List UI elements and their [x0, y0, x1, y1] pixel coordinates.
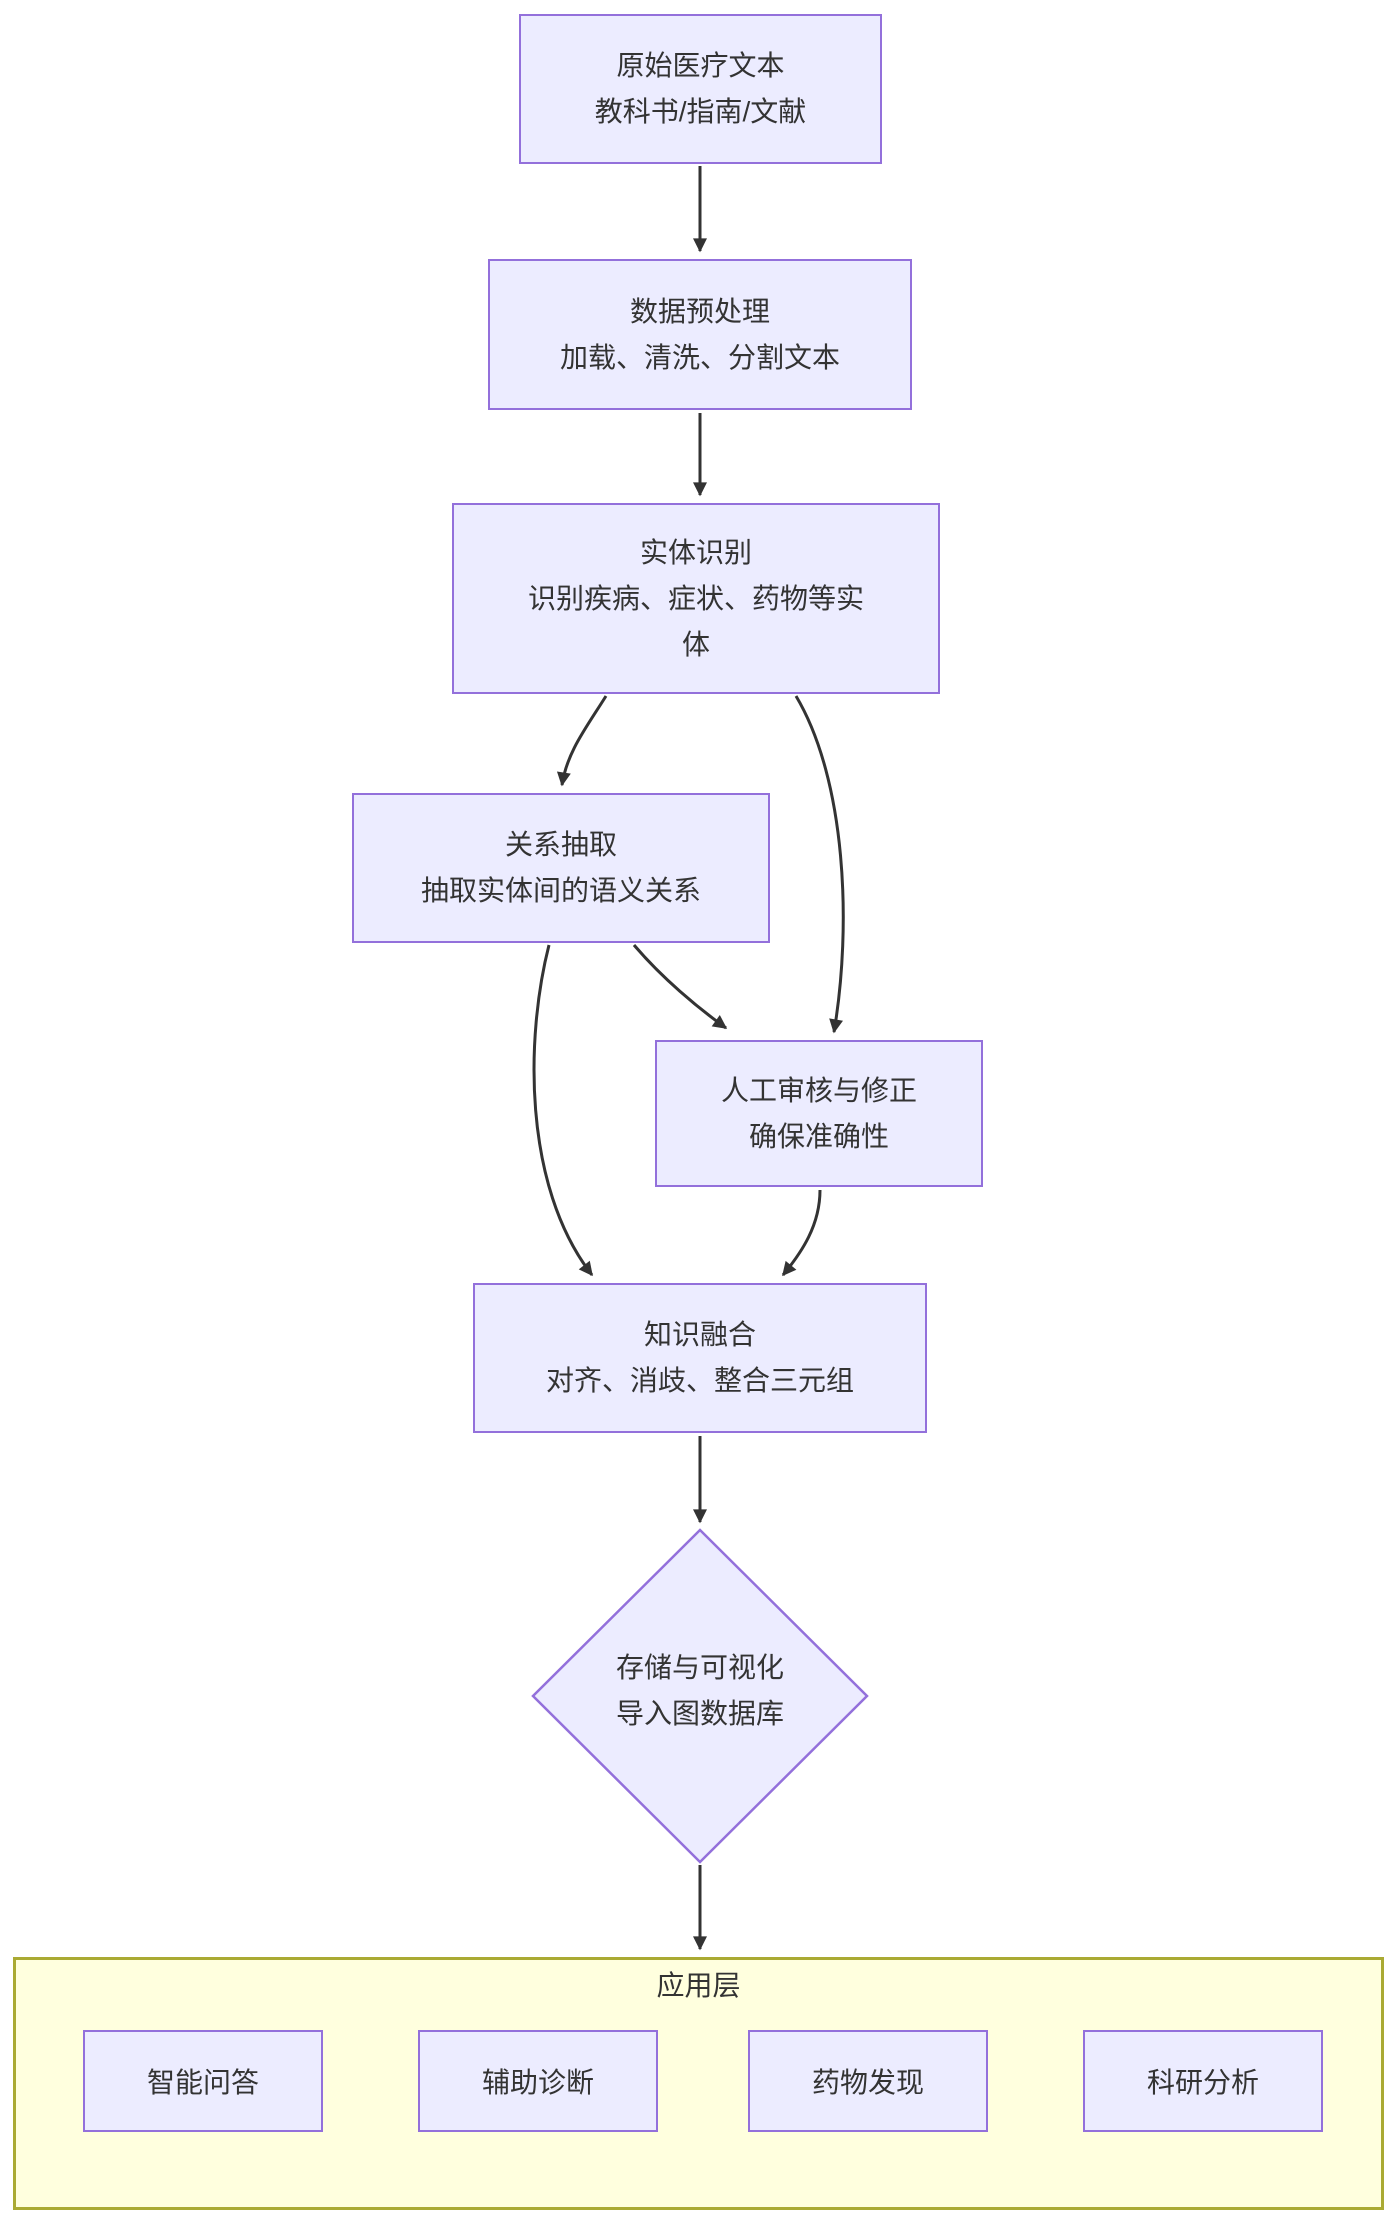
app-item-label: 科研分析: [1146, 2067, 1259, 2098]
edge-ner-to-relation: [556, 695, 608, 787]
app-item-label: 智能问答: [146, 2067, 259, 2098]
app-item-label: 辅助诊断: [481, 2067, 594, 2098]
node-title: 实体识别: [639, 536, 752, 568]
edge-relation-to-review: [632, 944, 728, 1030]
node-title: 知识融合: [643, 1319, 756, 1350]
node-data-preprocessing: 数据预处理 加载、清洗、分割文本: [488, 259, 912, 410]
application-layer-title: 应用层: [656, 1970, 741, 2001]
node-subtitle: 确保准确性: [748, 1120, 889, 1152]
edge-review-to-fusion: [781, 1189, 822, 1277]
node-storage-visualization: 存储与可视化 导入图数据库: [533, 1645, 867, 1737]
node-intelligent-qa: 智能问答: [83, 2030, 323, 2132]
application-layer-container: 应用层 智能问答 辅助诊断 药物发现 科研分析: [13, 1957, 1384, 2210]
node-subtitle: 导入图数据库: [615, 1698, 784, 1729]
node-subtitle: 抽取实体间的语义关系: [420, 875, 701, 906]
node-drug-discovery: 药物发现: [748, 2030, 988, 2132]
node-manual-review: 人工审核与修正 确保准确性: [655, 1040, 983, 1187]
node-assisted-diagnosis: 辅助诊断: [418, 2030, 658, 2132]
node-title: 存储与可视化: [615, 1652, 784, 1683]
edge-ner-to-review: [794, 695, 845, 1034]
node-research-analysis: 科研分析: [1083, 2030, 1323, 2132]
node-entity-recognition: 实体识别 识别疾病、症状、药物等实体: [452, 503, 940, 694]
node-title: 数据预处理: [629, 295, 770, 327]
edge-relation-to-fusion: [532, 944, 594, 1277]
node-subtitle: 加载、清洗、分割文本: [559, 341, 840, 373]
app-item-label: 药物发现: [811, 2067, 924, 2098]
node-subtitle: 对齐、消歧、整合三元组: [545, 1365, 854, 1396]
node-title: 原始医疗文本: [616, 50, 785, 81]
node-title: 关系抽取: [504, 829, 617, 860]
node-title: 人工审核与修正: [720, 1074, 917, 1106]
node-raw-medical-text: 原始医疗文本 教科书/指南/文献: [519, 14, 882, 164]
node-subtitle: 教科书/指南/文献: [594, 96, 807, 127]
node-subtitle: 识别疾病、症状、药物等实体: [527, 582, 864, 660]
storage-diamond-shape: [531, 1528, 869, 1864]
node-relation-extraction: 关系抽取 抽取实体间的语义关系: [352, 793, 770, 943]
node-knowledge-fusion: 知识融合 对齐、消歧、整合三元组: [473, 1283, 927, 1433]
